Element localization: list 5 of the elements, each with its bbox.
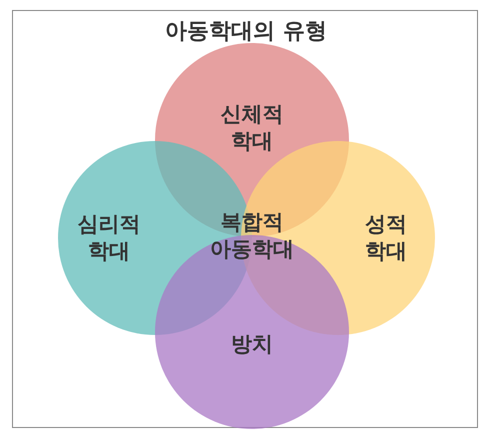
circle-label: 심리적 학대 <box>76 211 142 265</box>
diagram-title: 아동학대의 유형 <box>164 18 328 46</box>
circle-label: 방치 <box>230 331 274 358</box>
circle-label: 성적 학대 <box>364 211 408 265</box>
circle-label: 신체적 학대 <box>220 101 284 155</box>
